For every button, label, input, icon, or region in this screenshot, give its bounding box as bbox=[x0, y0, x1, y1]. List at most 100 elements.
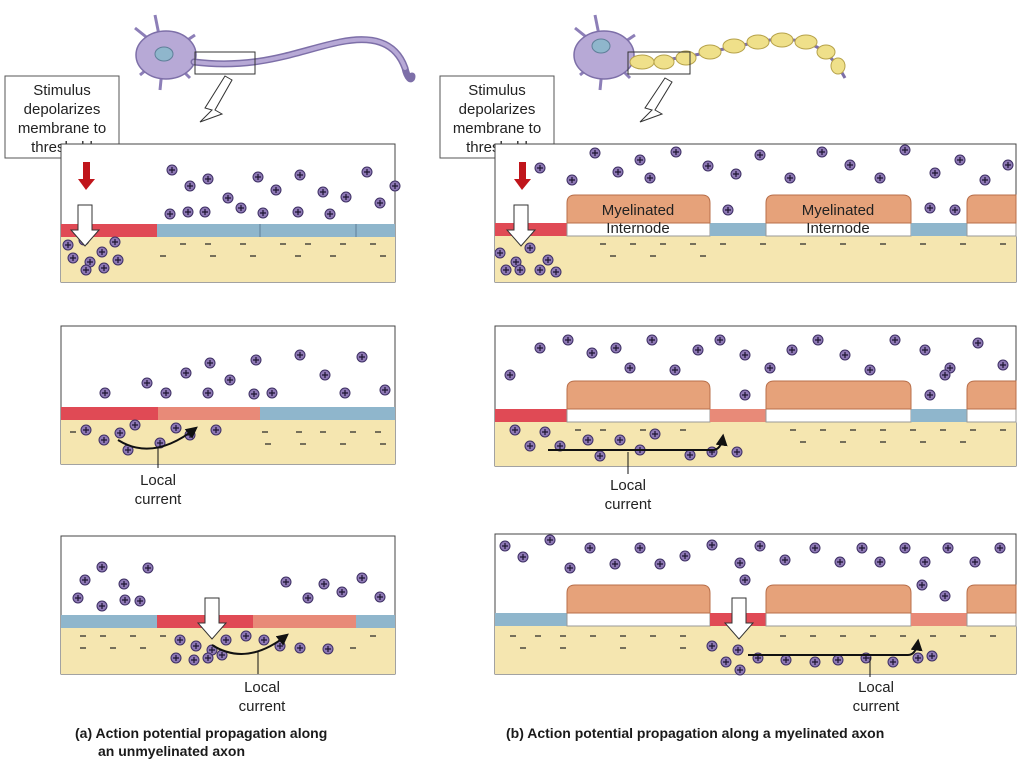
positive-ion bbox=[562, 334, 574, 346]
positive-ion bbox=[80, 264, 92, 276]
positive-ion bbox=[240, 630, 252, 642]
svg-text:current: current bbox=[135, 491, 183, 508]
positive-ion bbox=[534, 162, 546, 174]
positive-ion bbox=[524, 440, 536, 452]
positive-ion bbox=[939, 369, 951, 381]
local-current-arrow-l2 bbox=[117, 426, 198, 450]
unmyelinated-neuron-illustration bbox=[134, 14, 416, 123]
svg-text:Myelinated: Myelinated bbox=[802, 202, 875, 219]
positive-ion bbox=[389, 180, 401, 192]
positive-ion bbox=[864, 364, 876, 376]
left-panel-1 bbox=[60, 143, 396, 283]
positive-ion bbox=[924, 202, 936, 214]
positive-ion bbox=[188, 654, 200, 666]
right-panel-2 bbox=[494, 325, 1017, 467]
svg-text:membrane to: membrane to bbox=[453, 120, 541, 137]
positive-ion bbox=[134, 595, 146, 607]
positive-ion bbox=[739, 574, 751, 586]
positive-ion bbox=[280, 576, 292, 588]
positive-ion bbox=[524, 242, 536, 254]
positive-ion bbox=[610, 342, 622, 354]
positive-ion bbox=[919, 344, 931, 356]
positive-ion bbox=[339, 387, 351, 399]
positive-ion bbox=[129, 419, 141, 431]
local-current-arrow-r3 bbox=[748, 638, 923, 656]
positive-ion bbox=[164, 208, 176, 220]
positive-ion bbox=[170, 422, 182, 434]
positive-ion bbox=[184, 180, 196, 192]
positive-ion bbox=[786, 344, 798, 356]
positive-ion bbox=[248, 388, 260, 400]
caption-b: (b) Action potential propagation along a… bbox=[506, 725, 884, 741]
positive-ion bbox=[336, 586, 348, 598]
positive-ion bbox=[250, 354, 262, 366]
positive-ion bbox=[514, 264, 526, 276]
positive-ion bbox=[839, 349, 851, 361]
positive-ion bbox=[919, 556, 931, 568]
positive-ion bbox=[722, 204, 734, 216]
positive-ion bbox=[706, 640, 718, 652]
positive-ion bbox=[98, 434, 110, 446]
positive-ion bbox=[706, 446, 718, 458]
positive-ion bbox=[734, 557, 746, 569]
svg-text:current: current bbox=[239, 698, 287, 715]
svg-text:depolarizes: depolarizes bbox=[24, 101, 101, 118]
positive-ion bbox=[692, 344, 704, 356]
positive-ion bbox=[494, 247, 506, 259]
positive-ion bbox=[564, 562, 576, 574]
positive-ion bbox=[361, 166, 373, 178]
positive-ion bbox=[317, 186, 329, 198]
positive-ion bbox=[294, 169, 306, 181]
depolarization-arrow-r3 bbox=[723, 597, 755, 640]
myelinated-neuron-illustration bbox=[573, 14, 847, 123]
positive-ion bbox=[649, 428, 661, 440]
positive-ion bbox=[294, 642, 306, 654]
positive-ion bbox=[500, 264, 512, 276]
positive-ion bbox=[779, 554, 791, 566]
positive-ion bbox=[322, 643, 334, 655]
positive-ion bbox=[972, 337, 984, 349]
positive-ion bbox=[96, 561, 108, 573]
positive-ion bbox=[270, 184, 282, 196]
svg-text:Stimulus: Stimulus bbox=[33, 82, 91, 99]
positive-ion bbox=[612, 166, 624, 178]
positive-ion bbox=[949, 204, 961, 216]
svg-text:an unmyelinated axon: an unmyelinated axon bbox=[98, 743, 245, 759]
svg-text:Local: Local bbox=[858, 679, 894, 696]
positive-ion bbox=[754, 540, 766, 552]
positive-ion bbox=[714, 334, 726, 346]
positive-ion bbox=[734, 664, 746, 676]
positive-ion bbox=[62, 239, 74, 251]
positive-ion bbox=[550, 266, 562, 278]
positive-ion bbox=[374, 591, 386, 603]
positive-ion bbox=[929, 167, 941, 179]
ion-layer bbox=[62, 144, 1014, 676]
positive-ion bbox=[566, 174, 578, 186]
local-current-arrow-l3 bbox=[211, 633, 289, 655]
positive-ion bbox=[257, 207, 269, 219]
positive-ion bbox=[706, 539, 718, 551]
positive-ion bbox=[997, 359, 1009, 371]
positive-ion bbox=[912, 652, 924, 664]
positive-ion bbox=[939, 590, 951, 602]
svg-text:Stimulus: Stimulus bbox=[468, 82, 526, 99]
positive-ion bbox=[942, 542, 954, 554]
positive-ion bbox=[356, 351, 368, 363]
positive-ion bbox=[204, 357, 216, 369]
positive-ion bbox=[222, 192, 234, 204]
stimulus-red-arrow-left bbox=[78, 162, 95, 190]
positive-ion bbox=[112, 254, 124, 266]
positive-ion bbox=[924, 389, 936, 401]
positive-ion bbox=[812, 334, 824, 346]
positive-ion bbox=[586, 347, 598, 359]
positive-ion bbox=[1002, 159, 1014, 171]
positive-ion bbox=[99, 387, 111, 399]
left-panel-2 bbox=[60, 325, 396, 465]
positive-ion bbox=[340, 191, 352, 203]
positive-ion bbox=[832, 654, 844, 666]
caption-a: (a) Action potential propagation along a… bbox=[75, 725, 327, 759]
depolarization-arrow-r1 bbox=[505, 204, 537, 247]
positive-ion bbox=[180, 367, 192, 379]
svg-text:depolarizes: depolarizes bbox=[459, 101, 536, 118]
positive-ion bbox=[114, 427, 126, 439]
